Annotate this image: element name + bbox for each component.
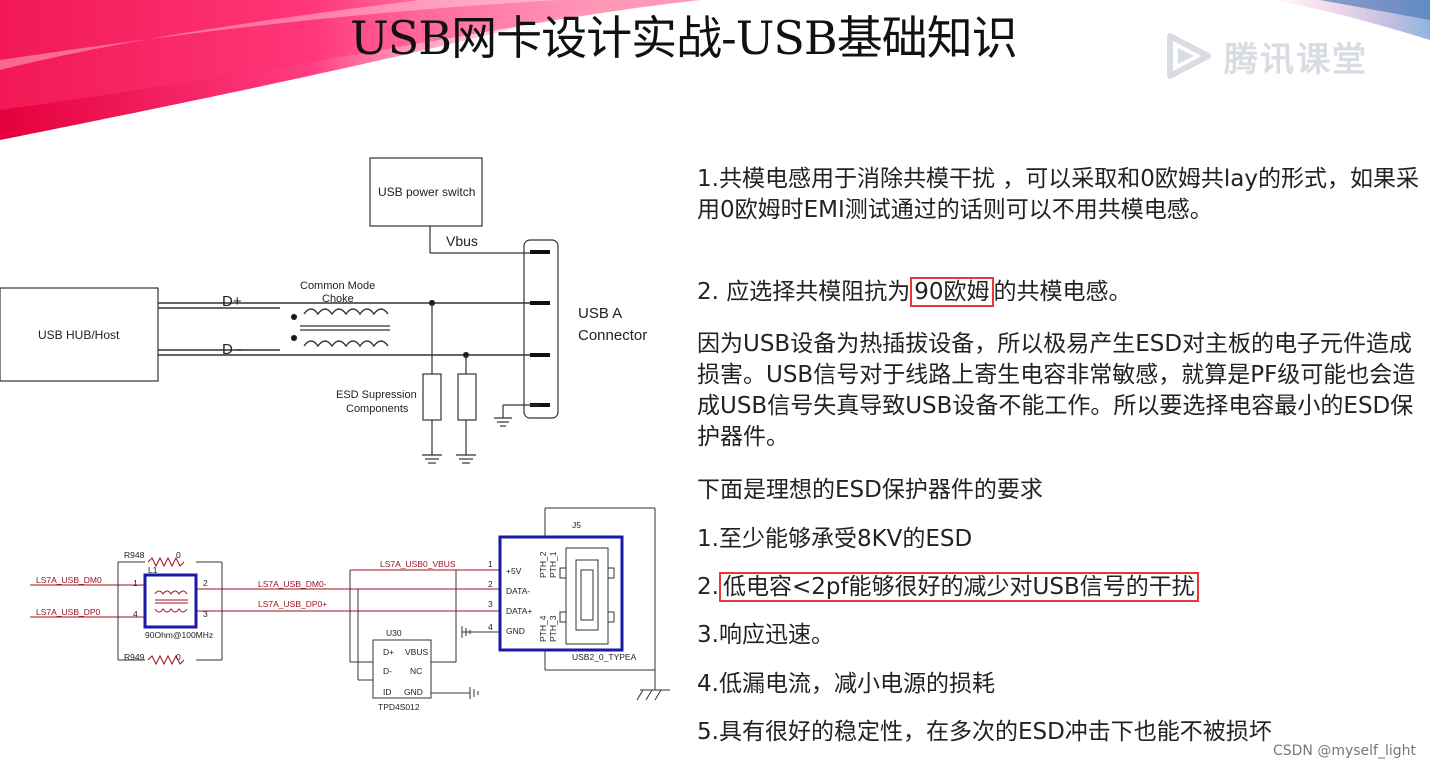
tencent-classroom-logo: 腾讯课堂	[1160, 28, 1368, 84]
j5-pin-gnd: GND	[506, 626, 525, 636]
banner-graphic	[0, 0, 1430, 140]
bottom-schematic	[30, 507, 670, 701]
u30-pin-dminus: D-	[383, 666, 392, 676]
note-2-suffix: 的共模电感。	[993, 279, 1132, 305]
note-6: 2.低电容<2pf能够很好的减少对USB信号的干扰	[697, 572, 1199, 603]
j5-pin-2: 2	[488, 579, 493, 589]
u30-pin-dplus: D+	[383, 647, 394, 657]
header-banner	[0, 0, 1430, 150]
u30-part: TPD4S012	[378, 702, 420, 712]
usb-a-connector-box	[523, 239, 559, 419]
vbus-label: Vbus	[446, 233, 478, 249]
note-8: 4.低漏电流，减小电源的损耗	[697, 671, 995, 697]
j5-label: J5	[572, 520, 581, 530]
dplus-label: D+	[222, 293, 242, 310]
l1-pin-2: 2	[203, 578, 208, 588]
note-2-highlight: 90欧姆	[910, 277, 994, 307]
choke-value: 90Ohm@100MHz	[145, 630, 213, 640]
net-vbus: LS7A_USB0_VBUS	[380, 559, 456, 569]
bottom-schematic-labels: R948 0 R949 0 L1 LS7A_USB_DM0 LS7A_USB_D…	[36, 520, 637, 712]
note-4: 下面是理想的ESD保护器件的要求	[697, 477, 1043, 503]
j5-pin-data-plus: DATA+	[506, 606, 532, 616]
host-box	[0, 287, 159, 382]
pth-4-label: PTH_4	[538, 615, 548, 642]
pth-3-label: PTH_3	[548, 615, 558, 642]
dminus-label: D -	[222, 341, 242, 358]
pth-2-label: PTH_2	[538, 551, 548, 578]
power-switch-label: USB power switch	[378, 185, 475, 199]
r948-value: 0	[176, 550, 181, 560]
note-6-prefix: 2.	[697, 574, 719, 600]
esd-label-2: Components	[346, 403, 409, 415]
r948-label: R948	[124, 550, 145, 560]
logo-text: 腾讯课堂	[1224, 39, 1368, 80]
r949-value: 0	[176, 652, 181, 662]
note-7: 3.响应迅速。	[697, 622, 834, 648]
l1-pin-3: 3	[203, 609, 208, 619]
note-2-prefix: 2. 应选择共模阻抗为	[697, 279, 911, 305]
r949-label: R949	[124, 652, 145, 662]
csdn-watermark: CSDN @myself_light	[1272, 743, 1416, 759]
page-title: USB网卡设计实战-USB基础知识	[350, 11, 1018, 65]
net-dp0-out: LS7A_USB_DP0+	[258, 599, 327, 609]
note-3: 因为USB设备为热插拔设备，所以极易产生ESD对主板的电子元件造成损害。USB信…	[697, 331, 1416, 450]
j5-pin-5v: +5V	[506, 566, 522, 576]
choke-label-2: Choke	[322, 293, 354, 305]
net-dm0-in: LS7A_USB_DM0	[36, 575, 102, 585]
note-9: 5.具有很好的稳定性，在多次的ESD冲击下也能不被损坏	[697, 719, 1272, 745]
u30-pin-vbus: VBUS	[405, 647, 428, 657]
u30-label: U30	[386, 628, 402, 638]
play-logo-icon	[1167, 33, 1211, 79]
j5-pin-data-minus: DATA-	[506, 586, 530, 596]
l1-pin-1: 1	[133, 578, 138, 588]
power-switch-box	[369, 157, 483, 227]
choke-label-1: Common Mode	[300, 280, 375, 292]
j5-pin-1: 1	[488, 559, 493, 569]
u30-pin-nc: NC	[410, 666, 422, 676]
net-dp0-in: LS7A_USB_DP0	[36, 607, 101, 617]
connector-label-2: Connector	[578, 327, 647, 344]
connector-label-1: USB A	[578, 305, 622, 322]
j5-pin-4: 4	[488, 622, 493, 632]
host-label: USB HUB/Host	[38, 328, 120, 342]
note-1: 1.共模电感用于消除共模干扰 ，可以采取和0欧姆共lay的形式，如果采用0欧姆时…	[697, 166, 1419, 223]
esd-label-1: ESD Supression	[336, 389, 417, 401]
schematic-svg: USB power switch Vbus USB HUB/Host D+ D …	[0, 157, 670, 712]
pth-1-label: PTH_1	[548, 551, 558, 578]
note-6-highlight: 低电容<2pf能够很好的减少对USB信号的干扰	[718, 572, 1199, 602]
net-dm0-out: LS7A_USB_DM0-	[258, 579, 327, 589]
j5-part: USB2_0_TYPEA	[572, 652, 637, 662]
l1-label: L1	[148, 565, 158, 575]
note-5: 1.至少能够承受8KV的ESD	[697, 526, 973, 552]
j5-pin-3: 3	[488, 599, 493, 609]
top-block-diagram	[0, 157, 559, 464]
u30-pin-id: ID	[383, 687, 392, 697]
l1-pin-4: 4	[133, 609, 138, 619]
schematic-area: USB power switch Vbus USB HUB/Host D+ D …	[0, 150, 680, 771]
u30-pin-gnd: GND	[404, 687, 423, 697]
